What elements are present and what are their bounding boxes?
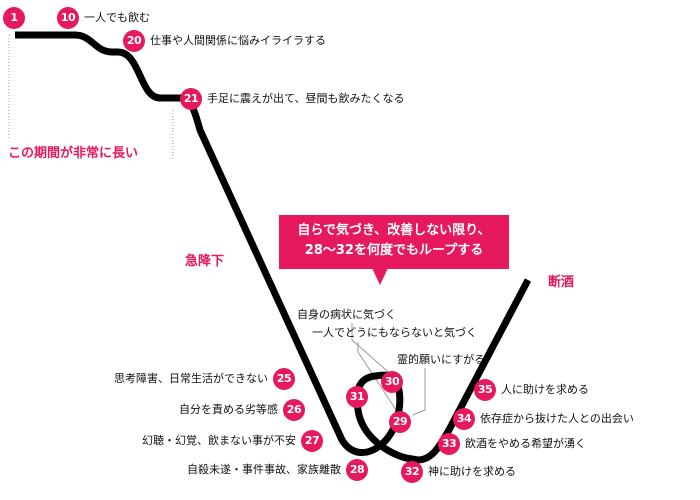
stage-badge-31: 31: [346, 386, 368, 408]
stage-badge-28: 28: [346, 459, 368, 481]
callout-pointer: [372, 268, 388, 285]
stage-badge-21: 21: [180, 88, 202, 110]
note-long-period: この期間が非常に長い: [8, 146, 139, 161]
note-abstinence: 断酒: [548, 275, 575, 290]
stage-label-33: 飲酒をやめる希望が湧く: [465, 437, 586, 450]
stage-badge-35: 35: [474, 379, 496, 401]
stage-badge-29: 29: [389, 411, 411, 433]
loop-callout: 自らで気づき、改善しない限り、 28〜32を何度でもループする: [279, 215, 509, 269]
stage-badge-34: 34: [453, 408, 475, 430]
stage-label-26: 自分を責める劣等感: [179, 403, 278, 416]
stage-label-32: 神に助けを求める: [428, 465, 516, 478]
note-rapid-decline: 急降下: [185, 254, 225, 269]
callout-line-2: 28〜32を何度でもループする: [304, 243, 484, 258]
stage-label-20: 仕事や人間関係に悩みイライラする: [150, 34, 326, 47]
stage-badge-26: 26: [283, 399, 305, 421]
stage-badge-25: 25: [273, 368, 295, 390]
stage-badge-1: 1: [3, 7, 25, 29]
stage-badge-30: 30: [381, 371, 403, 393]
stage-label-29: 一人でどうにもならないと気づく: [312, 326, 477, 339]
stage-badge-27: 27: [301, 430, 323, 452]
label-prayer: 霊的願いにすがる: [397, 353, 486, 366]
stage-badge-32: 32: [401, 461, 423, 483]
stage-label-10: 一人でも飲む: [84, 11, 150, 24]
stage-label-28: 自殺未遂・事件事故、家族離散: [187, 463, 341, 476]
callout-line-1: 自らで気づき、改善しない限り、: [297, 223, 491, 238]
guide-line-29: [357, 342, 405, 423]
stage-badge-10: 10: [57, 7, 79, 29]
stage-badge-33: 33: [438, 433, 460, 455]
stage-label-25: 思考障害、日常生活ができない: [114, 372, 268, 385]
stage-label-21: 手足に震えが出て、昼間も飲みたくなる: [207, 92, 405, 105]
stage-label-35: 人に助けを求める: [501, 383, 589, 396]
stage-label-27: 幻聴・幻覚、飲まない事が不安: [142, 434, 296, 447]
guide-line-prayer: [412, 368, 426, 416]
stage-label-34: 依存症から抜けた人との出会い: [480, 412, 634, 425]
guide-line-30: [351, 323, 396, 379]
stage-badge-20: 20: [123, 30, 145, 52]
stage-label-30: 自身の病状に気づく: [297, 308, 396, 321]
